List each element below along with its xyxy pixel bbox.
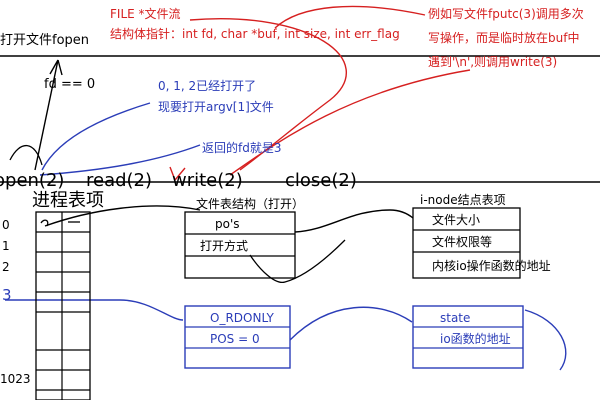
inode-detail-state: state [440,311,470,325]
red-arrowhead [169,166,186,181]
fd-index-1: 1 [2,239,10,253]
file-detail-table [184,305,291,369]
fd-index-3: 3 [2,286,12,304]
open-curve [9,144,43,166]
fputc-note-line1: 例如写文件fputc(3)调用多次 [428,6,584,21]
inode-permissions: 文件权限等 [432,234,492,249]
inode-detail-table [412,305,524,369]
fd3-connector [4,299,184,321]
fputc-note-arrow-top [274,5,426,29]
file-struct-arrow [189,18,347,171]
file-detail-mode: O_RDONLY [210,311,275,325]
fd-index-0: 0 [2,218,10,232]
file-table-title: 文件表结构（打开） [196,196,304,211]
fd-note-line1: 0, 1, 2已经打开了 [158,79,256,93]
file-detail-pos: POS = 0 [210,332,260,346]
inode-size: 文件大小 [432,212,480,227]
file-table-mode: 打开方式 [200,238,248,253]
inode-io-functions: 内核io操作函数的地址 [432,258,551,273]
inode-table [412,207,521,279]
syscall-read: read(2) [86,170,152,191]
file-table [184,211,296,279]
fd-index-2: 2 [2,260,10,274]
syscall-close: close(2) [285,170,357,191]
inode-detail-tail [524,309,567,371]
fputc-note-line2: 写操作，而是临时放在buf中 [428,30,579,45]
syscall-open: open(2) [0,170,64,191]
file-table-pos: po's [215,217,240,231]
process-to-file-connector [44,205,201,227]
inode-table-title: i-node结点表项 [420,193,506,207]
fputc-note-arrow-bottom [229,69,471,176]
process-table-title: 进程表项 [32,190,104,211]
fd0-pointer-mark [40,219,49,227]
inode-detail-io: io函数的地址 [440,331,511,346]
fd-index-1023: 1023 [0,372,31,386]
return-note-connector [39,144,201,176]
fd-note-connector [41,102,151,171]
fd-label: fd == 0 [44,77,95,92]
fd-note-line2: 现要打开argv[1]文件 [158,99,274,114]
file-struct-line2: 结构体指针：int fd, char *buf, int size, int e… [110,26,400,41]
fd-return-arrow [34,59,59,171]
file-struct-line1: FILE *文件流 [110,6,181,21]
process-table [35,211,91,400]
fputc-note-line3: 遇到'\n',则调用write(3) [428,55,557,69]
file-to-inode-black-connector [294,209,414,233]
syscall-write: write(2) [172,170,243,191]
file-to-inode-connector [289,306,413,341]
top-left-label: 打开文件fopen [0,33,89,48]
mode-loop [249,239,346,283]
fd-return-arrowhead [49,59,63,76]
return-note: 返回的fd就是3 [202,140,281,155]
